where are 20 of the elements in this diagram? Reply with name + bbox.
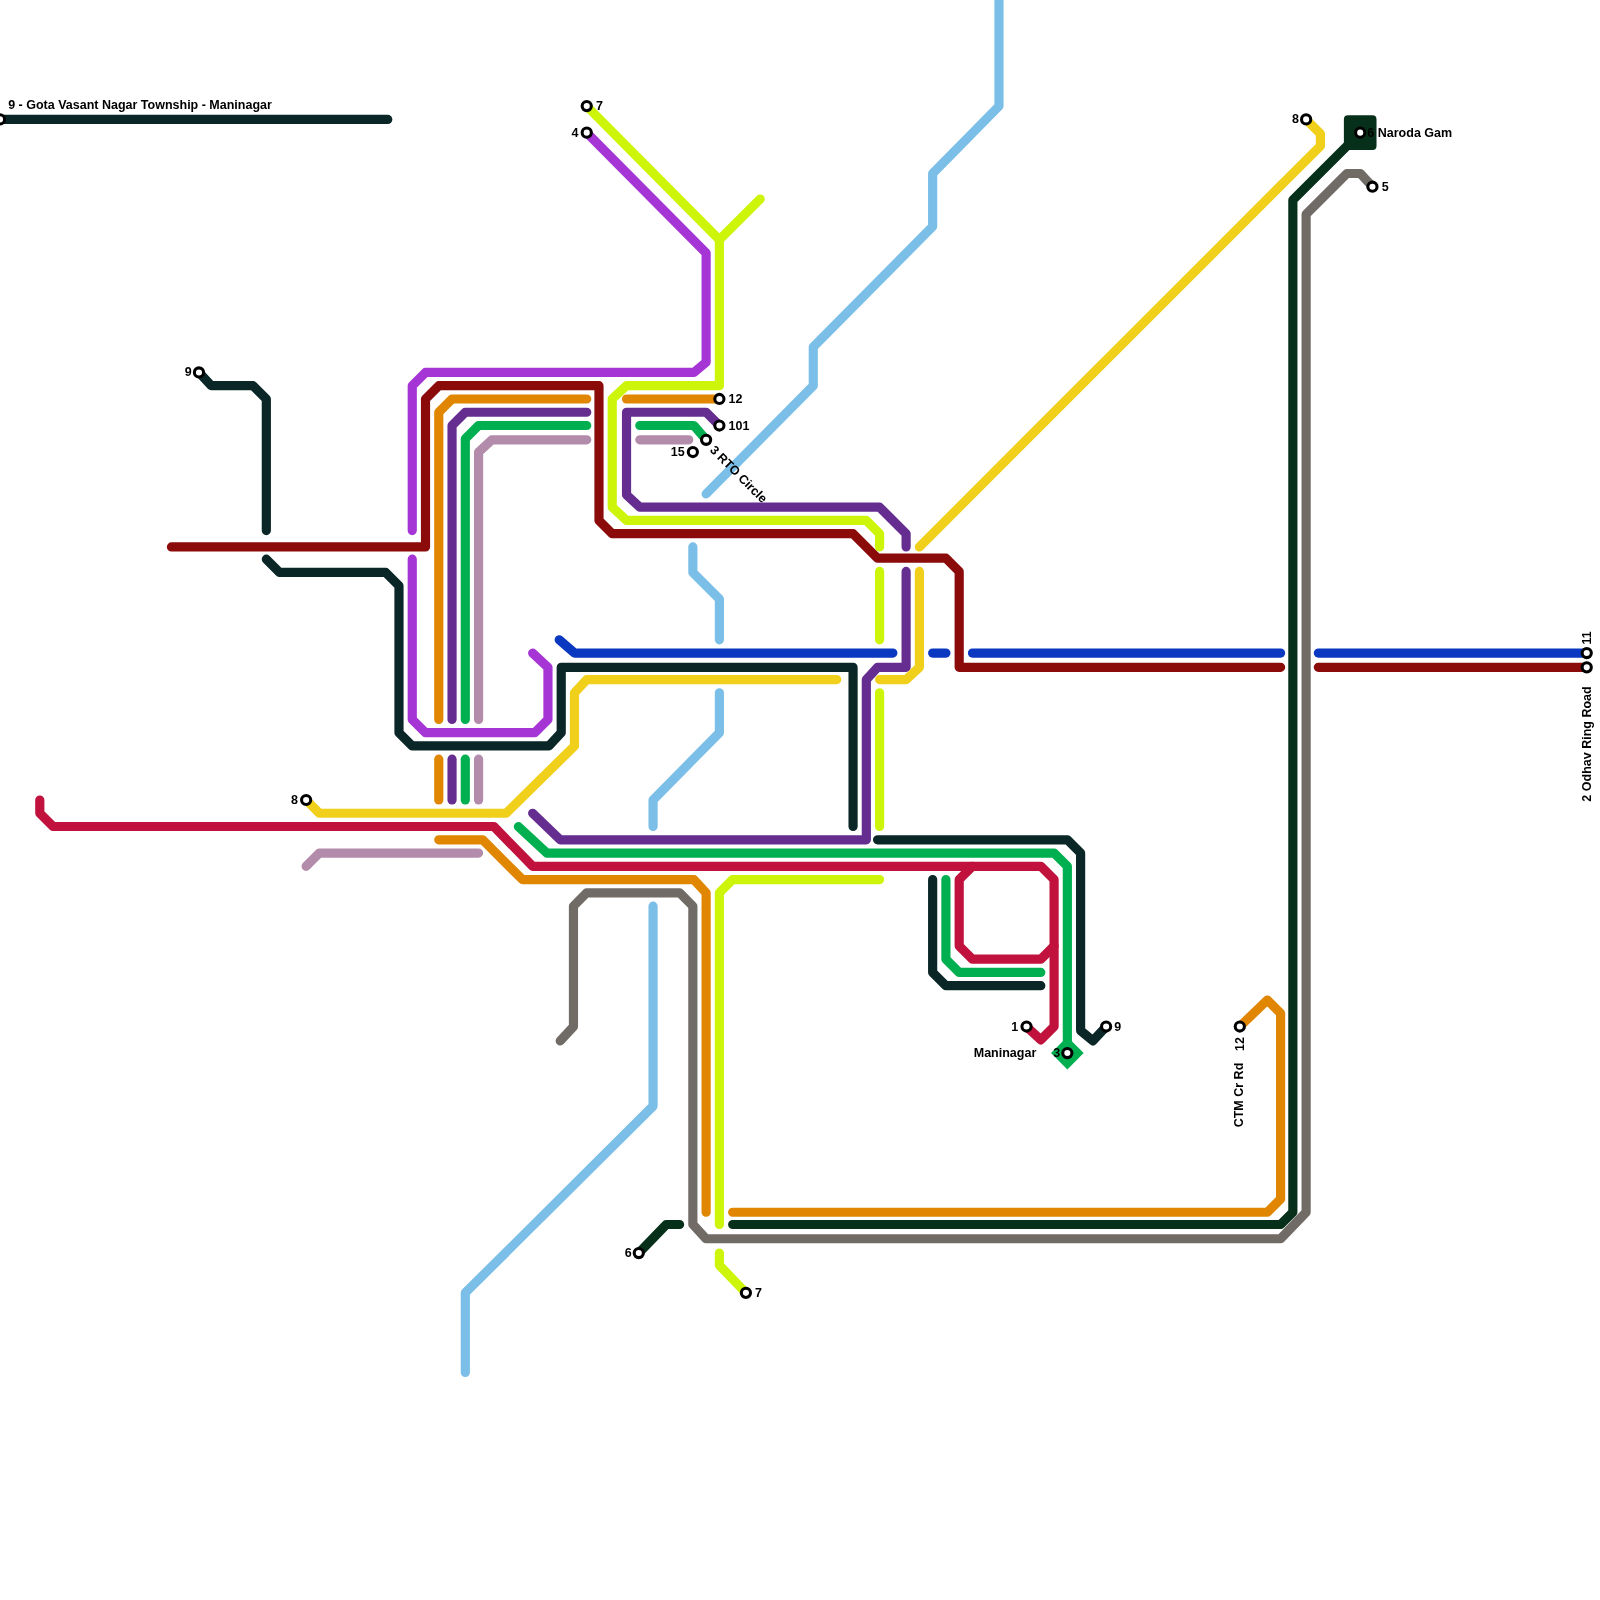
station-number: 4 <box>571 125 579 140</box>
station-name: 2 Odhav Ring Road <box>1579 685 1594 802</box>
station-number: 5 <box>1381 179 1389 194</box>
station-number: 6 <box>624 1246 632 1261</box>
station-number: 15 <box>670 445 685 460</box>
station-number: 101 <box>728 418 750 433</box>
station-number: 8 <box>1291 112 1299 127</box>
station-number: 12 <box>728 391 743 406</box>
station-name: CTM Cr Rd <box>1232 1062 1247 1128</box>
station-number: 12 <box>1232 1037 1247 1051</box>
station-number: 7 <box>755 1285 763 1300</box>
station-number: 1 <box>1011 1019 1019 1034</box>
station-number: 8 <box>290 793 298 807</box>
route-name: 9 - Gota Vasant Nagar Township - Maninagar <box>8 98 272 113</box>
station-name: Maninagar <box>973 1046 1037 1061</box>
station-number: 9 <box>184 365 192 380</box>
station-number: 7 <box>595 99 603 114</box>
station-number: 11 <box>1579 631 1594 645</box>
station-number: 9 <box>1114 1019 1122 1034</box>
station-number: 3 <box>1053 1046 1061 1061</box>
